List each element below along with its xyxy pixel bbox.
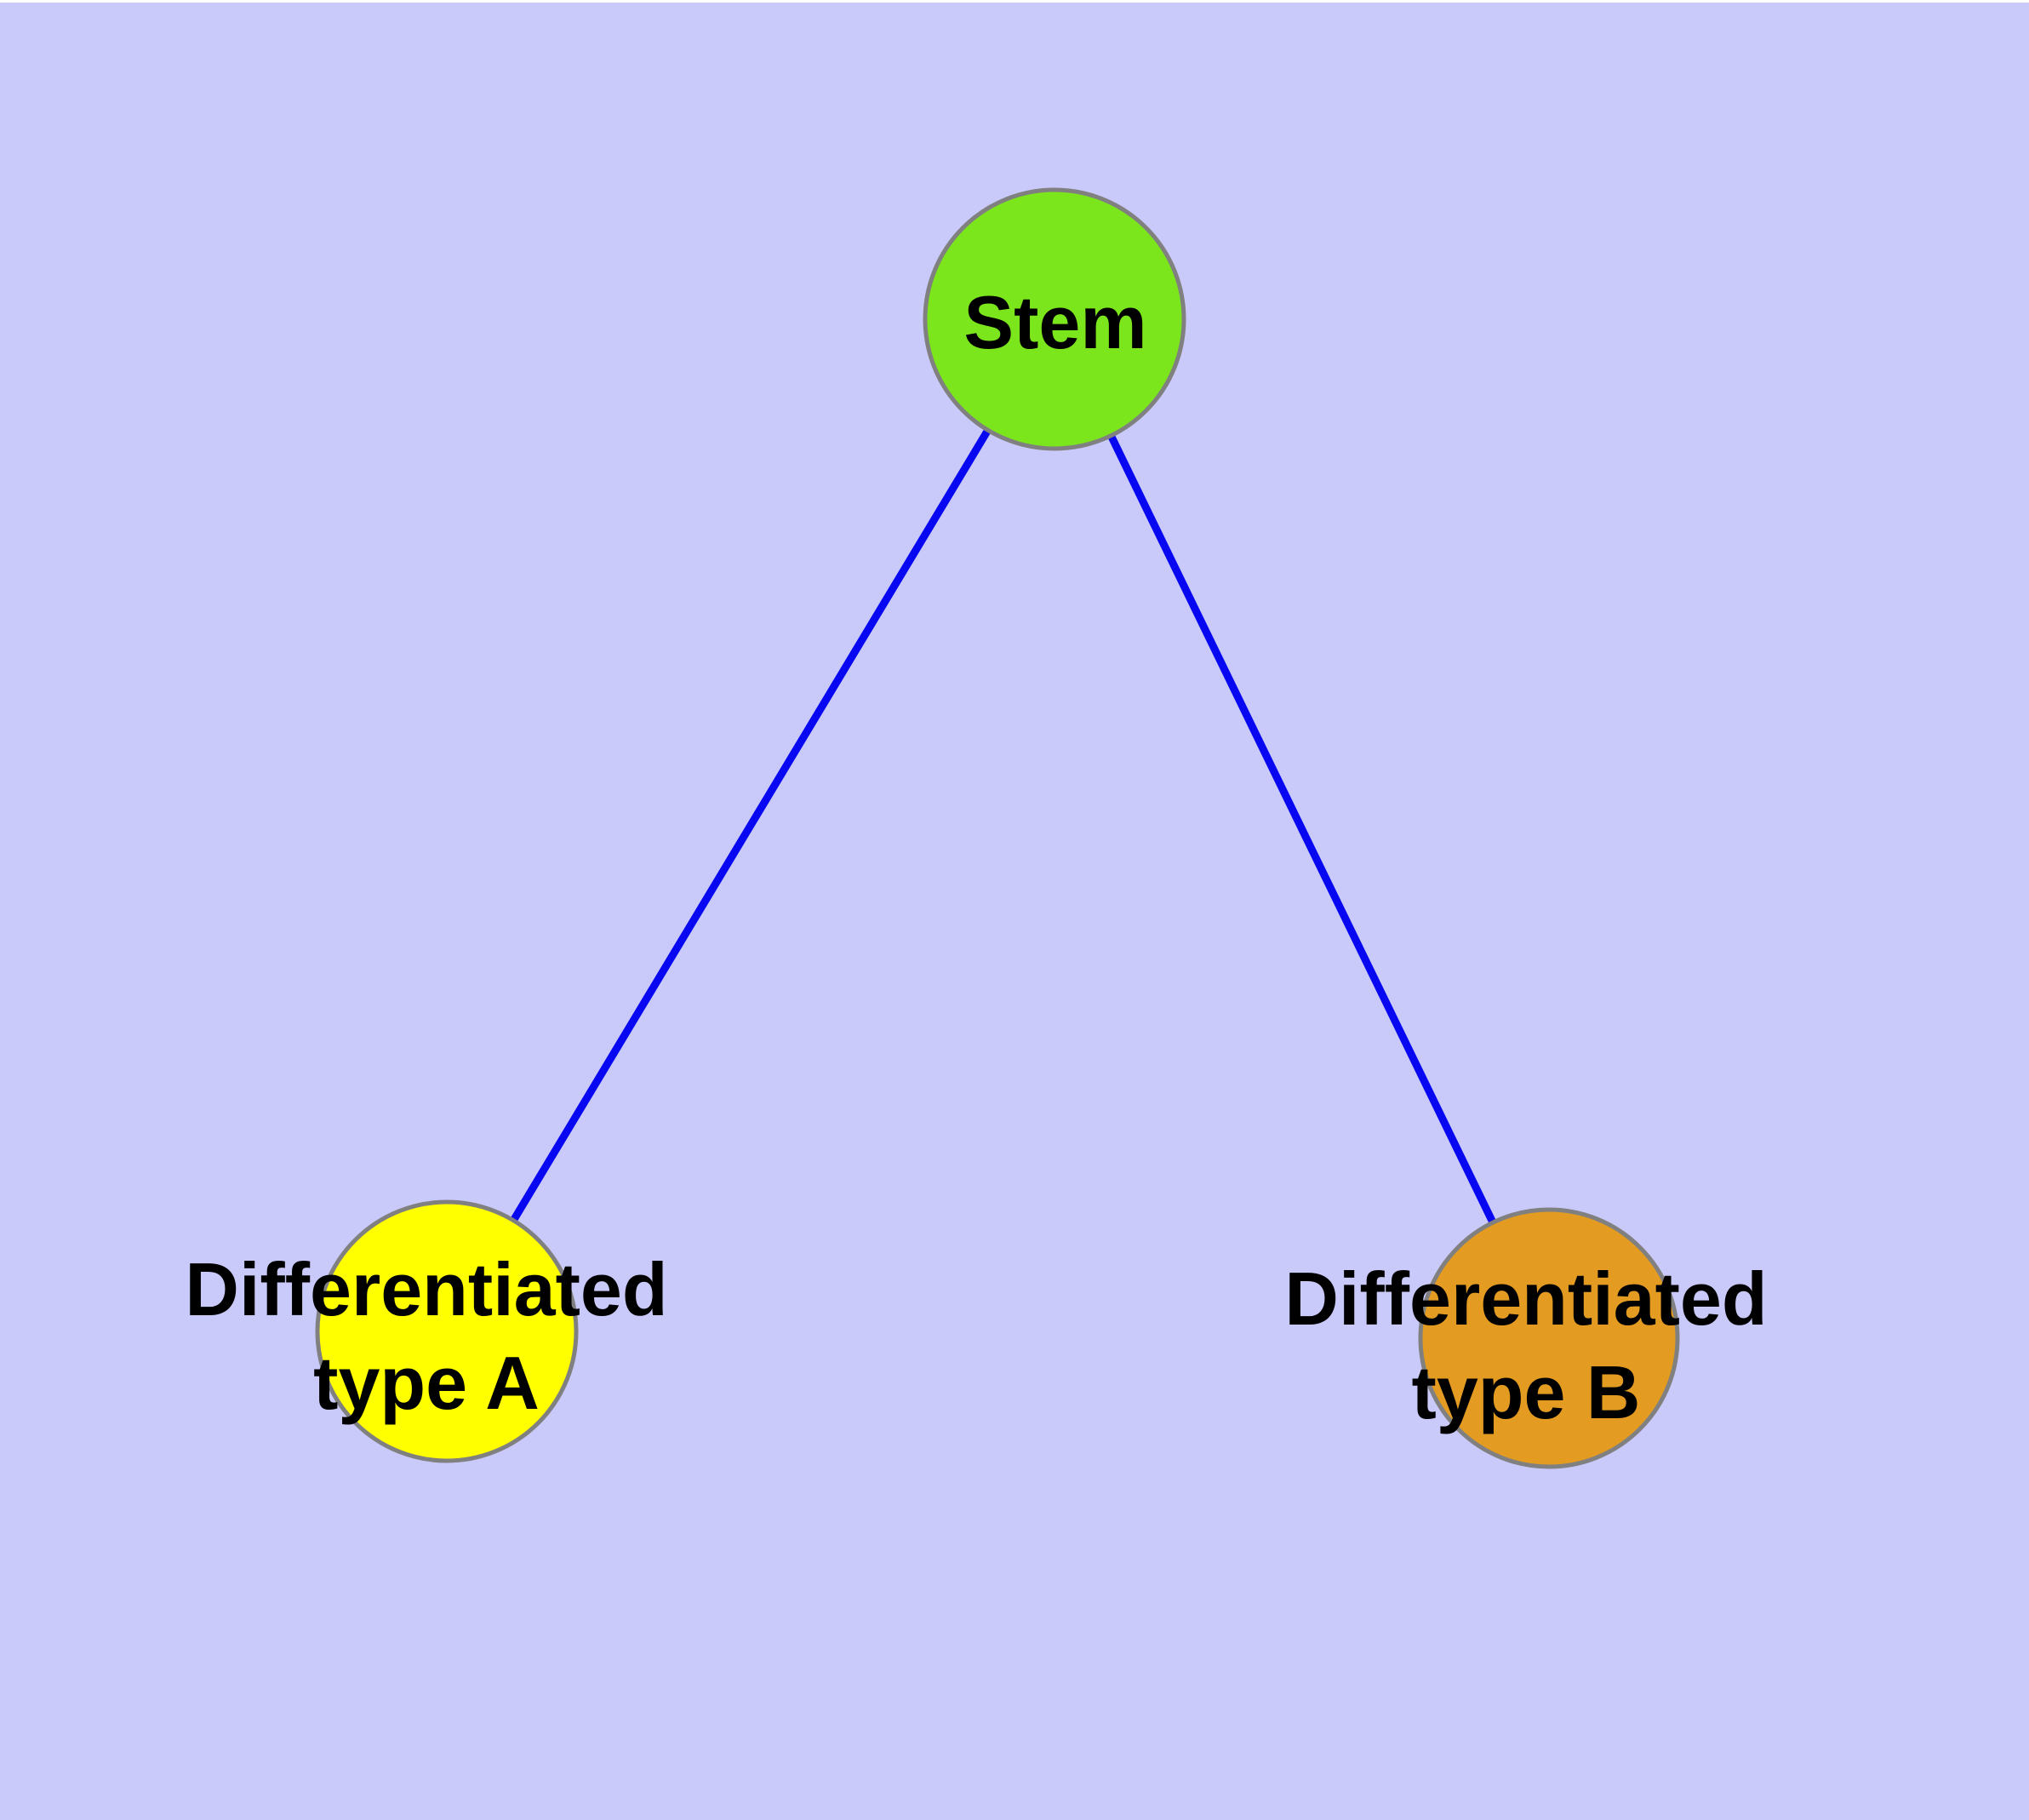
node-stem bbox=[923, 187, 1186, 451]
node-type-a-label-line1: Differentiated bbox=[185, 1247, 667, 1331]
node-type-a-label-line2: type A bbox=[313, 1341, 540, 1425]
node-type-a bbox=[315, 1199, 579, 1463]
node-stem-label: Stem bbox=[963, 280, 1146, 364]
node-type-b bbox=[1418, 1207, 1680, 1469]
edge-stem-to-type-a bbox=[443, 315, 1059, 1336]
node-type-b-label-line1: Differentiated bbox=[1284, 1256, 1767, 1341]
edge-stem-to-type-b bbox=[1050, 315, 1553, 1342]
node-type-b-label-line2: type B bbox=[1412, 1350, 1641, 1434]
